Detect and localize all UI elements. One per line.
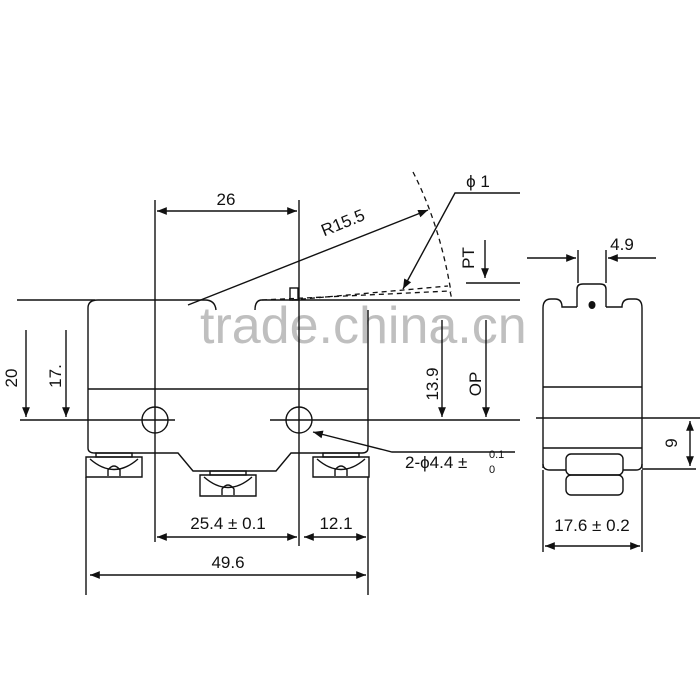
label-op: OP (466, 372, 485, 397)
dim-17-6: 17.6 ± 0.2 (554, 516, 630, 535)
dim-radius: R15.5 (318, 206, 367, 241)
tolerance-lower: 0 (489, 464, 495, 476)
terminal-upper (565, 453, 624, 476)
dim-holes: 2-ϕ4.4 ± (405, 453, 467, 472)
dim-49-6: 49.6 (211, 553, 244, 572)
terminal-middle (199, 470, 257, 497)
lever-arc (412, 171, 452, 293)
dim-12-1: 12.1 (319, 514, 352, 533)
terminal-lower (565, 474, 624, 496)
side-view (536, 283, 700, 496)
plunger-tip (588, 301, 596, 309)
terminal-right (312, 452, 370, 478)
label-pt: PT (459, 247, 478, 269)
tolerance-upper: 0.1 (489, 449, 504, 461)
dim-25-4: 25.4 ± 0.1 (190, 514, 266, 533)
watermark-text: trade.china.cn (200, 297, 527, 355)
front-view (17, 171, 520, 546)
dim-17: 17. (46, 364, 65, 388)
dim-phi1: ϕ 1 (466, 172, 490, 191)
dim-9: 9 (662, 438, 681, 447)
dim-13-9: 13.9 (423, 367, 442, 400)
dim-26: 26 (217, 190, 236, 209)
terminal-left (85, 452, 143, 478)
watermark: trade.china.cn (0, 297, 700, 355)
dim-4-9: 4.9 (610, 235, 634, 254)
dim-20: 20 (2, 369, 21, 388)
